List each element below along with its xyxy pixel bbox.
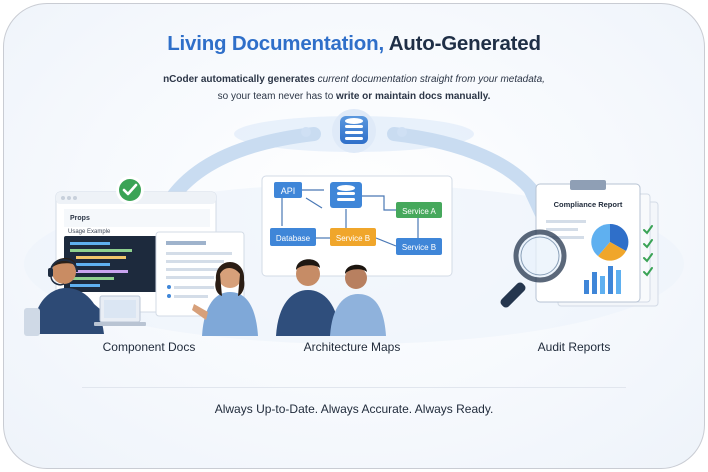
person-architect-2	[330, 264, 386, 336]
person-architect-1	[276, 259, 340, 336]
card: Living Documentation, Auto-Generated nCo…	[3, 3, 705, 469]
node-api	[274, 182, 302, 198]
report-title: Compliance Report	[554, 200, 623, 209]
headset-icon	[48, 259, 79, 286]
bar-chart-icon	[584, 266, 621, 294]
audit-scene: Compliance Report	[500, 180, 659, 308]
subtitle-line-1-bold: nCoder automatically generates	[163, 74, 315, 85]
page-title: Living Documentation, Auto-Generated	[4, 32, 704, 56]
node-service-a	[396, 202, 442, 218]
magnifier-icon	[500, 229, 567, 308]
footer-divider	[82, 387, 626, 388]
node-service-b-label: Service B	[402, 243, 436, 252]
node-service-b	[396, 238, 442, 255]
subtitle-line-2-bold: write or maintain docs manually.	[336, 91, 491, 102]
illustration: Props Usage Example API	[24, 109, 684, 344]
node-database-label: Database	[276, 234, 311, 243]
pie-chart-icon	[591, 223, 629, 261]
database-icon	[301, 109, 407, 153]
node-database-icon	[330, 182, 362, 208]
person-colleague	[192, 262, 258, 336]
doc-heading-props: Props	[70, 215, 90, 222]
title-part-2: Auto-Generated	[388, 32, 541, 55]
diagram-connectors	[281, 189, 419, 247]
subtitle: nCoder automatically generates current d…	[4, 71, 704, 105]
checklist-marks	[643, 225, 653, 277]
doc-subheading-usage: Usage Example	[68, 229, 111, 235]
node-service-b-center-label: Service B	[336, 234, 370, 243]
laptop	[94, 295, 146, 326]
title-part-1: Living Documentation,	[167, 32, 384, 55]
node-service-b-center	[330, 228, 376, 246]
chair	[24, 308, 40, 336]
subtitle-line-2-plain: so your team never has to	[217, 91, 334, 102]
subtitle-line-2: so your team never has to write or maint…	[4, 88, 704, 105]
node-database	[270, 228, 316, 246]
label-architecture-maps: Architecture Maps	[303, 340, 401, 354]
person-developer	[32, 257, 108, 334]
node-api-label: API	[281, 186, 296, 196]
label-component-docs: Component Docs	[102, 340, 196, 354]
component-docs-scene: Props Usage Example	[24, 176, 258, 336]
node-service-a-label: Service A	[402, 207, 436, 216]
label-audit-reports: Audit Reports	[537, 340, 611, 354]
tagline: Always Up-to-Date. Always Accurate. Alwa…	[214, 402, 494, 416]
check-icon	[116, 176, 144, 204]
subtitle-line-1: nCoder automatically generates current d…	[4, 71, 704, 88]
architecture-scene: API Database Service B Service A Service…	[261, 175, 453, 336]
subtitle-line-1-italic: current documentation straight from your…	[317, 74, 545, 85]
